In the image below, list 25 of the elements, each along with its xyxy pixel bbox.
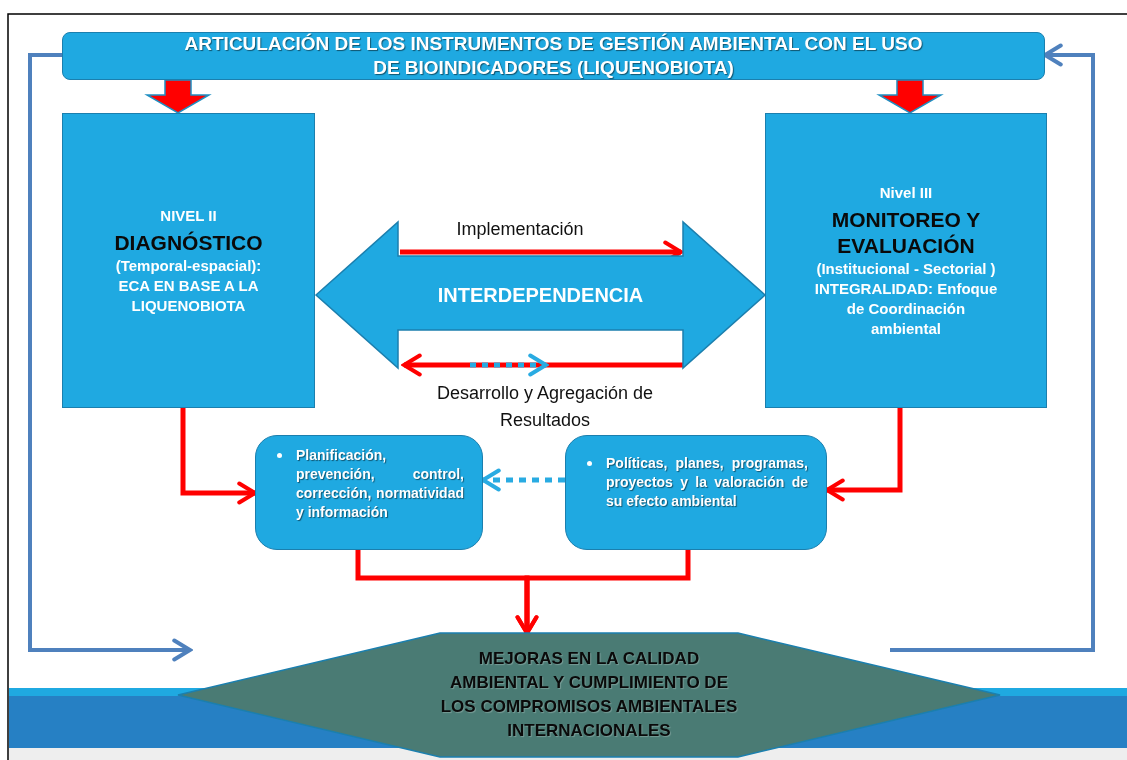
result-text: MEJORAS EN LA CALIDAD AMBIENTAL Y CUMPLIMIENTO DE LOS COMPROMISOS AMBIENTALES INTERNACIONALES: [439, 648, 739, 742]
rounded-box: [255, 435, 483, 550]
level-description: (Institucional - Sectorial ): [815, 258, 997, 279]
arrow-caption: Desarrollo y Agregación de Resultados: [435, 382, 655, 432]
arrow: [890, 43, 1095, 652]
level-description: (Temporal-espacial): ECA EN BASE A LA LIQUENOBIOTA: [114, 255, 263, 316]
center-label: INTERDEPENDENCIA: [437, 283, 644, 307]
level-heading: DIAGNÓSTICO: [114, 229, 263, 256]
arrow: [28, 53, 193, 662]
hexagon-box: [178, 633, 1000, 757]
level-label: NIVEL II: [160, 205, 217, 226]
arrow-caption: Implementación: [455, 218, 585, 241]
double-arrow-shape: [316, 222, 765, 368]
level-description: INTEGRALIDAD: Enfoque de Coordinación ambiental: [813, 278, 999, 339]
level-heading: MONITOREO Y EVALUACIÓN: [830, 206, 982, 259]
header-box: [62, 32, 1045, 80]
bullet-text: Políticas, planes, programas, proyectos y la valoración de su efecto ambiental: [606, 454, 808, 511]
header-text: ARTICULACIÓN DE LOS INSTRUMENTOS DE GESTIÓN AMBIENTAL CON EL USO DE BIOINDICADORES (LIQUENOBIOTA): [183, 32, 924, 80]
level-label: Nivel III: [879, 182, 933, 203]
level-box: [765, 113, 1047, 408]
bullet-text: Planificación, prevención, control, corrección, normatividad y información: [296, 446, 464, 522]
rounded-box: [565, 435, 827, 550]
block-arrow: [876, 79, 944, 114]
level-box: [62, 113, 315, 408]
block-arrow: [144, 79, 212, 114]
